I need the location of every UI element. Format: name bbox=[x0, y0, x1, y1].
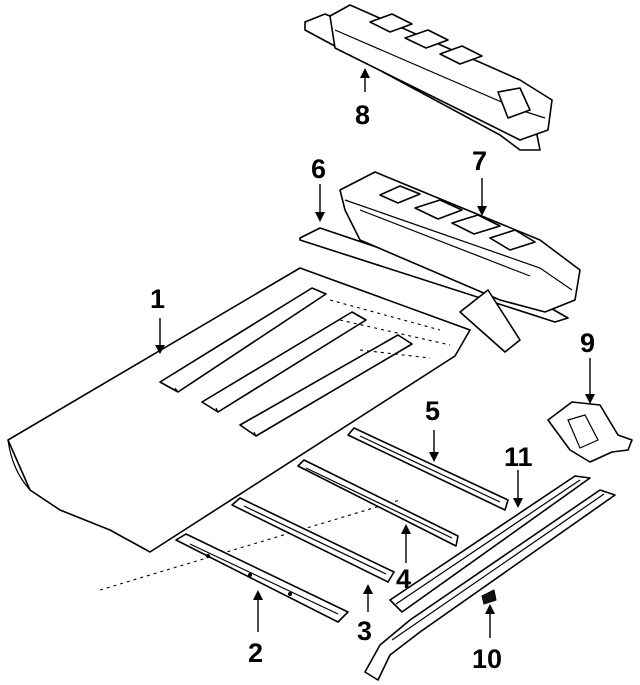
bracket-part bbox=[547, 401, 633, 463]
outer-rail-part bbox=[364, 489, 616, 681]
crossmember-2-part bbox=[175, 533, 349, 623]
callout-1: 1 bbox=[150, 284, 165, 314]
callout-6: 6 bbox=[311, 154, 326, 184]
callout-2: 2 bbox=[248, 638, 263, 668]
upper-tunnel-part bbox=[304, 4, 553, 151]
callout-10: 10 bbox=[472, 644, 502, 674]
callout-3: 3 bbox=[357, 616, 372, 646]
callout-11: 11 bbox=[504, 442, 533, 472]
callout-9: 9 bbox=[580, 328, 595, 358]
callout-4: 4 bbox=[396, 564, 411, 594]
crossmember-3-part bbox=[231, 497, 395, 583]
tunnel-panel-part bbox=[299, 171, 581, 353]
callout-5: 5 bbox=[425, 396, 440, 426]
callout-7: 7 bbox=[472, 146, 487, 176]
floor-pan-part bbox=[7, 267, 471, 591]
rocker-sill-part bbox=[389, 475, 591, 613]
crossmember-4-part bbox=[297, 459, 459, 547]
crossmember-5-part bbox=[347, 427, 509, 511]
leader-lines bbox=[155, 68, 595, 638]
callout-8: 8 bbox=[355, 100, 370, 130]
